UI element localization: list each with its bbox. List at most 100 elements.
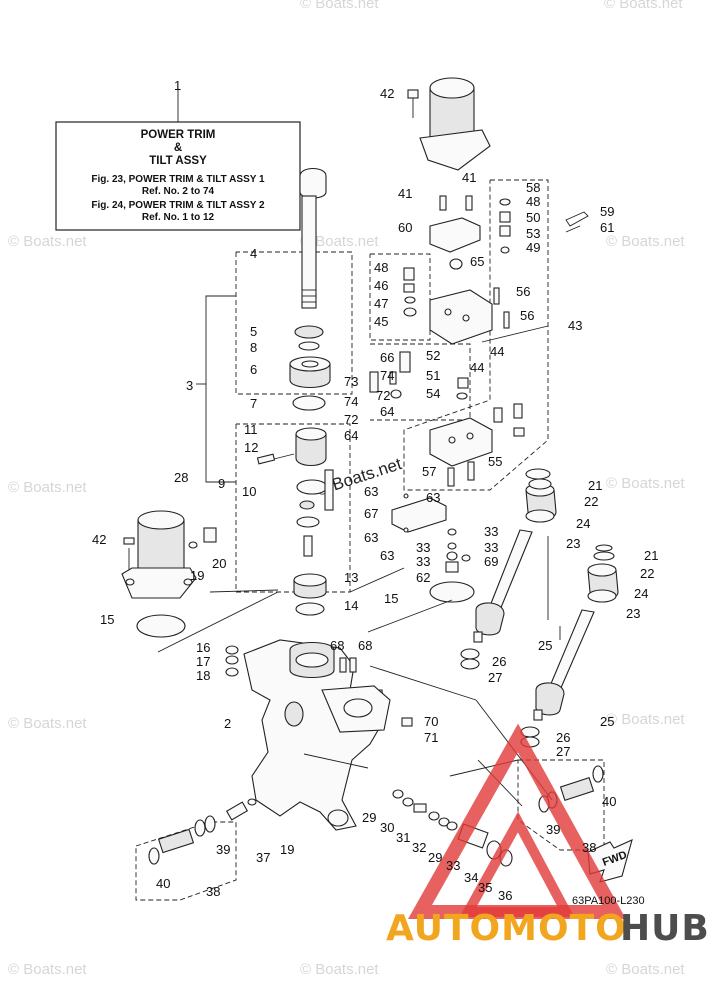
callout-65: 65 (470, 254, 484, 269)
callout-4: 4 (250, 246, 257, 261)
callout-38: 38 (582, 840, 596, 855)
callout-26: 26 (556, 730, 570, 745)
title-line-3: TILT ASSY (149, 155, 207, 167)
callout-57: 57 (422, 464, 436, 479)
callout-43: 43 (568, 318, 582, 333)
watermark-text: © Boats.net (606, 711, 685, 728)
callout-33: 33 (416, 554, 430, 569)
callout-69: 69 (484, 554, 498, 569)
title-line-6: Fig. 24, POWER TRIM & TILT ASSY 2 (91, 200, 265, 211)
callout-29: 29 (362, 810, 376, 825)
callout-72: 72 (344, 412, 358, 427)
callout-59: 59 (600, 204, 614, 219)
callout-21: 21 (588, 478, 602, 493)
callout-32: 32 (412, 840, 426, 855)
callout-63: 63 (364, 530, 378, 545)
callout-35: 35 (478, 880, 492, 895)
callout-67: 67 (364, 506, 378, 521)
watermark-text: © Boats.net (606, 233, 685, 250)
callout-22: 22 (640, 566, 654, 581)
callout-5: 5 (250, 324, 257, 339)
callout-70: 70 (424, 714, 438, 729)
callout-20: 20 (212, 556, 226, 571)
callout-9: 9 (218, 476, 225, 491)
callout-14: 14 (344, 598, 358, 613)
logo-text-automoto: AUTOMOTO (386, 908, 627, 949)
callout-42: 42 (92, 532, 106, 547)
callout-41: 41 (462, 170, 476, 185)
title-line-4: Fig. 23, POWER TRIM & TILT ASSY 1 (91, 174, 265, 185)
watermark-text: © Boats.net (606, 961, 685, 978)
callout-56: 56 (520, 308, 534, 323)
callout-18: 18 (196, 668, 210, 683)
callout-12: 12 (244, 440, 258, 455)
callout-71: 71 (424, 730, 438, 745)
title-line-5: Ref. No. 2 to 74 (142, 186, 215, 197)
watermark-text: © Boats.net (8, 233, 87, 250)
callout-6: 6 (250, 362, 257, 377)
callout-8: 8 (250, 340, 257, 355)
callout-46: 46 (374, 278, 388, 293)
callout-17: 17 (196, 654, 210, 669)
callout-39: 39 (216, 842, 230, 857)
callout-74: 74 (344, 394, 358, 409)
callout-10: 10 (242, 484, 256, 499)
watermark-text: © Boats.net (300, 233, 379, 250)
watermark-text: © Boats.net (300, 0, 379, 12)
callout-38: 38 (206, 884, 220, 899)
callout-23: 23 (566, 536, 580, 551)
callout-63: 63 (426, 490, 440, 505)
callout-42: 42 (380, 86, 394, 101)
callout-24: 24 (576, 516, 590, 531)
callout-48: 48 (526, 194, 540, 209)
callout-56: 56 (516, 284, 530, 299)
callout-21: 21 (644, 548, 658, 563)
callout-1: 1 (174, 78, 181, 93)
callout-64: 64 (344, 428, 358, 443)
callout-26: 26 (492, 654, 506, 669)
callout-13: 13 (344, 570, 358, 585)
callout-55: 55 (488, 454, 502, 469)
watermark-text: © Boats.net (8, 715, 87, 732)
callout-48: 48 (374, 260, 388, 275)
callout-64: 64 (380, 404, 394, 419)
callout-15: 15 (384, 591, 398, 606)
callout-16: 16 (196, 640, 210, 655)
callout-62: 62 (416, 570, 430, 585)
callout-30: 30 (380, 820, 394, 835)
callout-40: 40 (602, 794, 616, 809)
drawing: FWD (121, 77, 633, 883)
callout-37: 37 (256, 850, 270, 865)
callout-41: 41 (398, 186, 412, 201)
logo-text-hub: HUB (620, 908, 710, 949)
callout-29: 29 (428, 850, 442, 865)
title-line-1: POWER TRIM (141, 129, 216, 141)
callout-15: 15 (100, 612, 114, 627)
callout-19: 19 (280, 842, 294, 857)
callout-19: 19 (190, 568, 204, 583)
callout-33: 33 (416, 540, 430, 555)
callout-72: 72 (376, 388, 390, 403)
watermark-text: © Boats.net (604, 0, 683, 12)
watermark-text: © Boats.net (606, 475, 685, 492)
callout-68: 68 (330, 638, 344, 653)
callout-50: 50 (526, 210, 540, 225)
title-line-2: & (174, 142, 182, 154)
callout-53: 53 (526, 226, 540, 241)
callout-47: 47 (374, 296, 388, 311)
callout-34: 34 (464, 870, 478, 885)
callout-33: 33 (484, 540, 498, 555)
callout-22: 22 (584, 494, 598, 509)
callout-2: 2 (224, 716, 231, 731)
callouts: 1 2 3 4 5 6 7 8 9 10 11 12 13 14 15 15 1… (92, 78, 658, 903)
callout-31: 31 (396, 830, 410, 845)
callout-52: 52 (426, 348, 440, 363)
callout-28: 28 (174, 470, 188, 485)
automotohub-logo: AUTOMOTO HUB (386, 723, 710, 949)
subassembly-outlines (135, 179, 605, 901)
callout-7: 7 (250, 396, 257, 411)
callout-66: 66 (380, 350, 394, 365)
callout-33: 33 (446, 858, 460, 873)
title-box: POWER TRIM & TILT ASSY Fig. 23, POWER TR… (55, 88, 301, 231)
watermark-text: © Boats.net (8, 479, 87, 496)
